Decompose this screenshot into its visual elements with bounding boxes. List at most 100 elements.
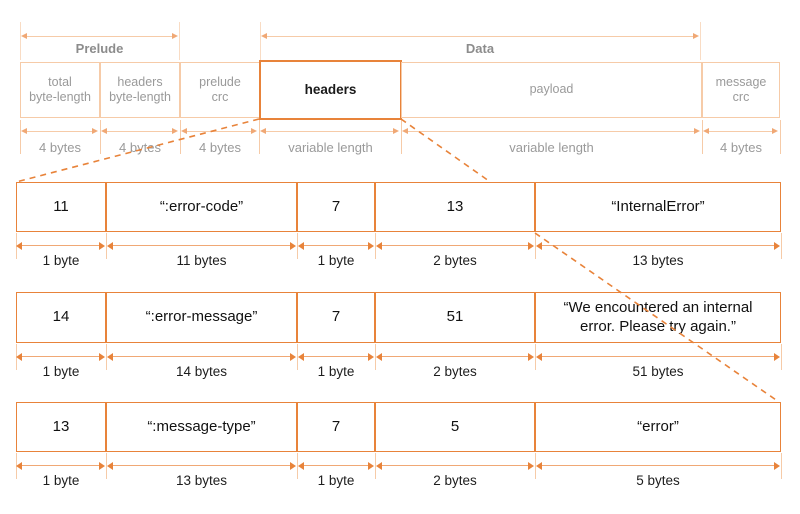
cell-value: “:error-code”	[159, 197, 244, 215]
row1-cell-header-name-length[interactable]: 14	[16, 292, 106, 343]
row0-cell-header-name[interactable]: “:error-code”	[106, 182, 297, 232]
row2-dim-arrow-4-left	[536, 462, 542, 470]
segment-label-line1: headers	[304, 81, 357, 97]
row2-cell-header-name[interactable]: “:message-type”	[106, 402, 297, 452]
row1-cell-header-value-type[interactable]: 7	[297, 292, 375, 343]
row0-cell-header-value-length[interactable]: 13	[375, 182, 535, 232]
row0-dim-arrow-3-right	[528, 242, 534, 250]
size-arrow-2-left	[181, 128, 187, 134]
row0-size-label-2: 1 byte	[317, 253, 355, 268]
segment-label-line1: message	[715, 74, 767, 89]
size-line-0	[24, 131, 96, 132]
row0-dim-line-0	[20, 245, 100, 246]
row2-tick-4	[535, 453, 536, 479]
row1-dim-arrow-2-right	[368, 353, 374, 361]
row0-dim-arrow-3-left	[376, 242, 382, 250]
row0-dim-line-3	[380, 245, 530, 246]
row0-dim-line-2	[302, 245, 370, 246]
row2-tick-3	[375, 453, 376, 479]
row2-dim-line-2	[302, 465, 370, 466]
cell-value: 11	[53, 197, 69, 215]
row0-cell-header-value[interactable]: “InternalError”	[535, 182, 781, 232]
prelude-bracket-tick-left	[20, 22, 21, 60]
cell-value: 13	[446, 197, 464, 215]
data-bracket-arrow-left	[261, 33, 267, 39]
prelude-bracket-label: Prelude	[75, 41, 124, 56]
row1-dim-arrow-4-left	[536, 353, 542, 361]
size-tick-3	[259, 120, 260, 154]
row2-cell-header-value-length[interactable]: 5	[375, 402, 535, 452]
row0-dim-arrow-1-right	[290, 242, 296, 250]
size-label-total-byte-length: 4 bytes	[39, 140, 81, 155]
size-arrow-4-left	[402, 128, 408, 134]
row2-dim-line-4	[540, 465, 776, 466]
row1-dim-line-3	[380, 356, 530, 357]
row2-tick-5	[781, 453, 782, 479]
row0-dim-arrow-2-right	[368, 242, 374, 250]
frame-segment-headers-byte-length[interactable]: headers byte-length	[100, 62, 180, 118]
cell-value: 13	[52, 417, 70, 435]
row0-tick-3	[375, 233, 376, 259]
size-arrow-5-right	[772, 128, 778, 134]
row1-dim-arrow-1-right	[290, 353, 296, 361]
row2-cell-header-value-type[interactable]: 7	[297, 402, 375, 452]
cell-value: “We encountered an internal error. Pleas…	[563, 299, 753, 335]
frame-segment-message-crc[interactable]: message crc	[702, 62, 780, 118]
row1-dim-line-2	[302, 356, 370, 357]
row2-dim-arrow-1-left	[107, 462, 113, 470]
size-label-prelude-crc: 4 bytes	[199, 140, 241, 155]
row2-dim-arrow-2-left	[298, 462, 304, 470]
row1-dim-arrow-1-left	[107, 353, 113, 361]
size-label-headers-byte-length: 4 bytes	[119, 140, 161, 155]
row0-size-label-0: 1 byte	[42, 253, 80, 268]
cell-value: “InternalError”	[611, 197, 705, 215]
row1-dim-arrow-0-right	[99, 353, 105, 361]
cell-value: “error”	[637, 417, 679, 435]
frame-segment-prelude-crc[interactable]: prelude crc	[180, 62, 260, 118]
row2-size-label-1: 13 bytes	[175, 473, 228, 488]
row0-size-label-3: 2 bytes	[433, 253, 477, 268]
cell-value: “:error-message”	[145, 308, 258, 326]
frame-segment-total-byte-length[interactable]: total byte-length	[20, 62, 100, 118]
prelude-bracket-tick-right	[179, 22, 180, 60]
size-line-2	[184, 131, 255, 132]
row0-size-label-4: 13 bytes	[632, 253, 684, 268]
row0-cell-header-value-type[interactable]: 7	[297, 182, 375, 232]
row0-tick-5	[781, 233, 782, 259]
row2-dim-arrow-3-right	[528, 462, 534, 470]
row1-cell-header-name[interactable]: “:error-message”	[106, 292, 297, 343]
segment-label-line1: headers	[117, 74, 163, 89]
row2-dim-arrow-4-right	[774, 462, 780, 470]
size-label-message-crc: 4 bytes	[720, 140, 762, 155]
frame-segment-payload[interactable]: payload	[401, 62, 702, 118]
size-line-3	[263, 131, 396, 132]
row1-dim-line-4	[540, 356, 776, 357]
row2-size-label-3: 2 bytes	[433, 473, 477, 488]
size-arrow-3-right	[393, 128, 399, 134]
size-line-1	[104, 131, 176, 132]
row1-size-label-2: 1 byte	[317, 364, 355, 379]
row2-dim-line-3	[380, 465, 530, 466]
row2-dim-arrow-1-right	[290, 462, 296, 470]
row1-dim-arrow-4-right	[774, 353, 780, 361]
row2-dim-line-1	[111, 465, 292, 466]
data-bracket-tick-right	[700, 22, 701, 60]
data-bracket-label: Data	[465, 41, 495, 56]
row1-cell-header-value-length[interactable]: 51	[375, 292, 535, 343]
row0-tick-2	[297, 233, 298, 259]
segment-label-line2: byte-length	[29, 90, 91, 104]
cell-value: 7	[331, 417, 341, 435]
row1-cell-header-value[interactable]: “We encountered an internal error. Pleas…	[535, 292, 781, 343]
size-label-payload: variable length	[509, 140, 594, 155]
frame-segment-headers[interactable]: headers	[259, 60, 402, 120]
prelude-bracket-arrow-left	[21, 33, 27, 39]
row2-cell-header-name-length[interactable]: 13	[16, 402, 106, 452]
row1-dim-arrow-3-right	[528, 353, 534, 361]
row0-dim-arrow-0-left	[16, 242, 22, 250]
row1-size-label-4: 51 bytes	[632, 364, 684, 379]
segment-label-line1: prelude	[199, 74, 241, 89]
row2-cell-header-value[interactable]: “error”	[535, 402, 781, 452]
prelude-bracket-arrow-right	[172, 33, 178, 39]
row0-cell-header-name-length[interactable]: 11	[16, 182, 106, 232]
